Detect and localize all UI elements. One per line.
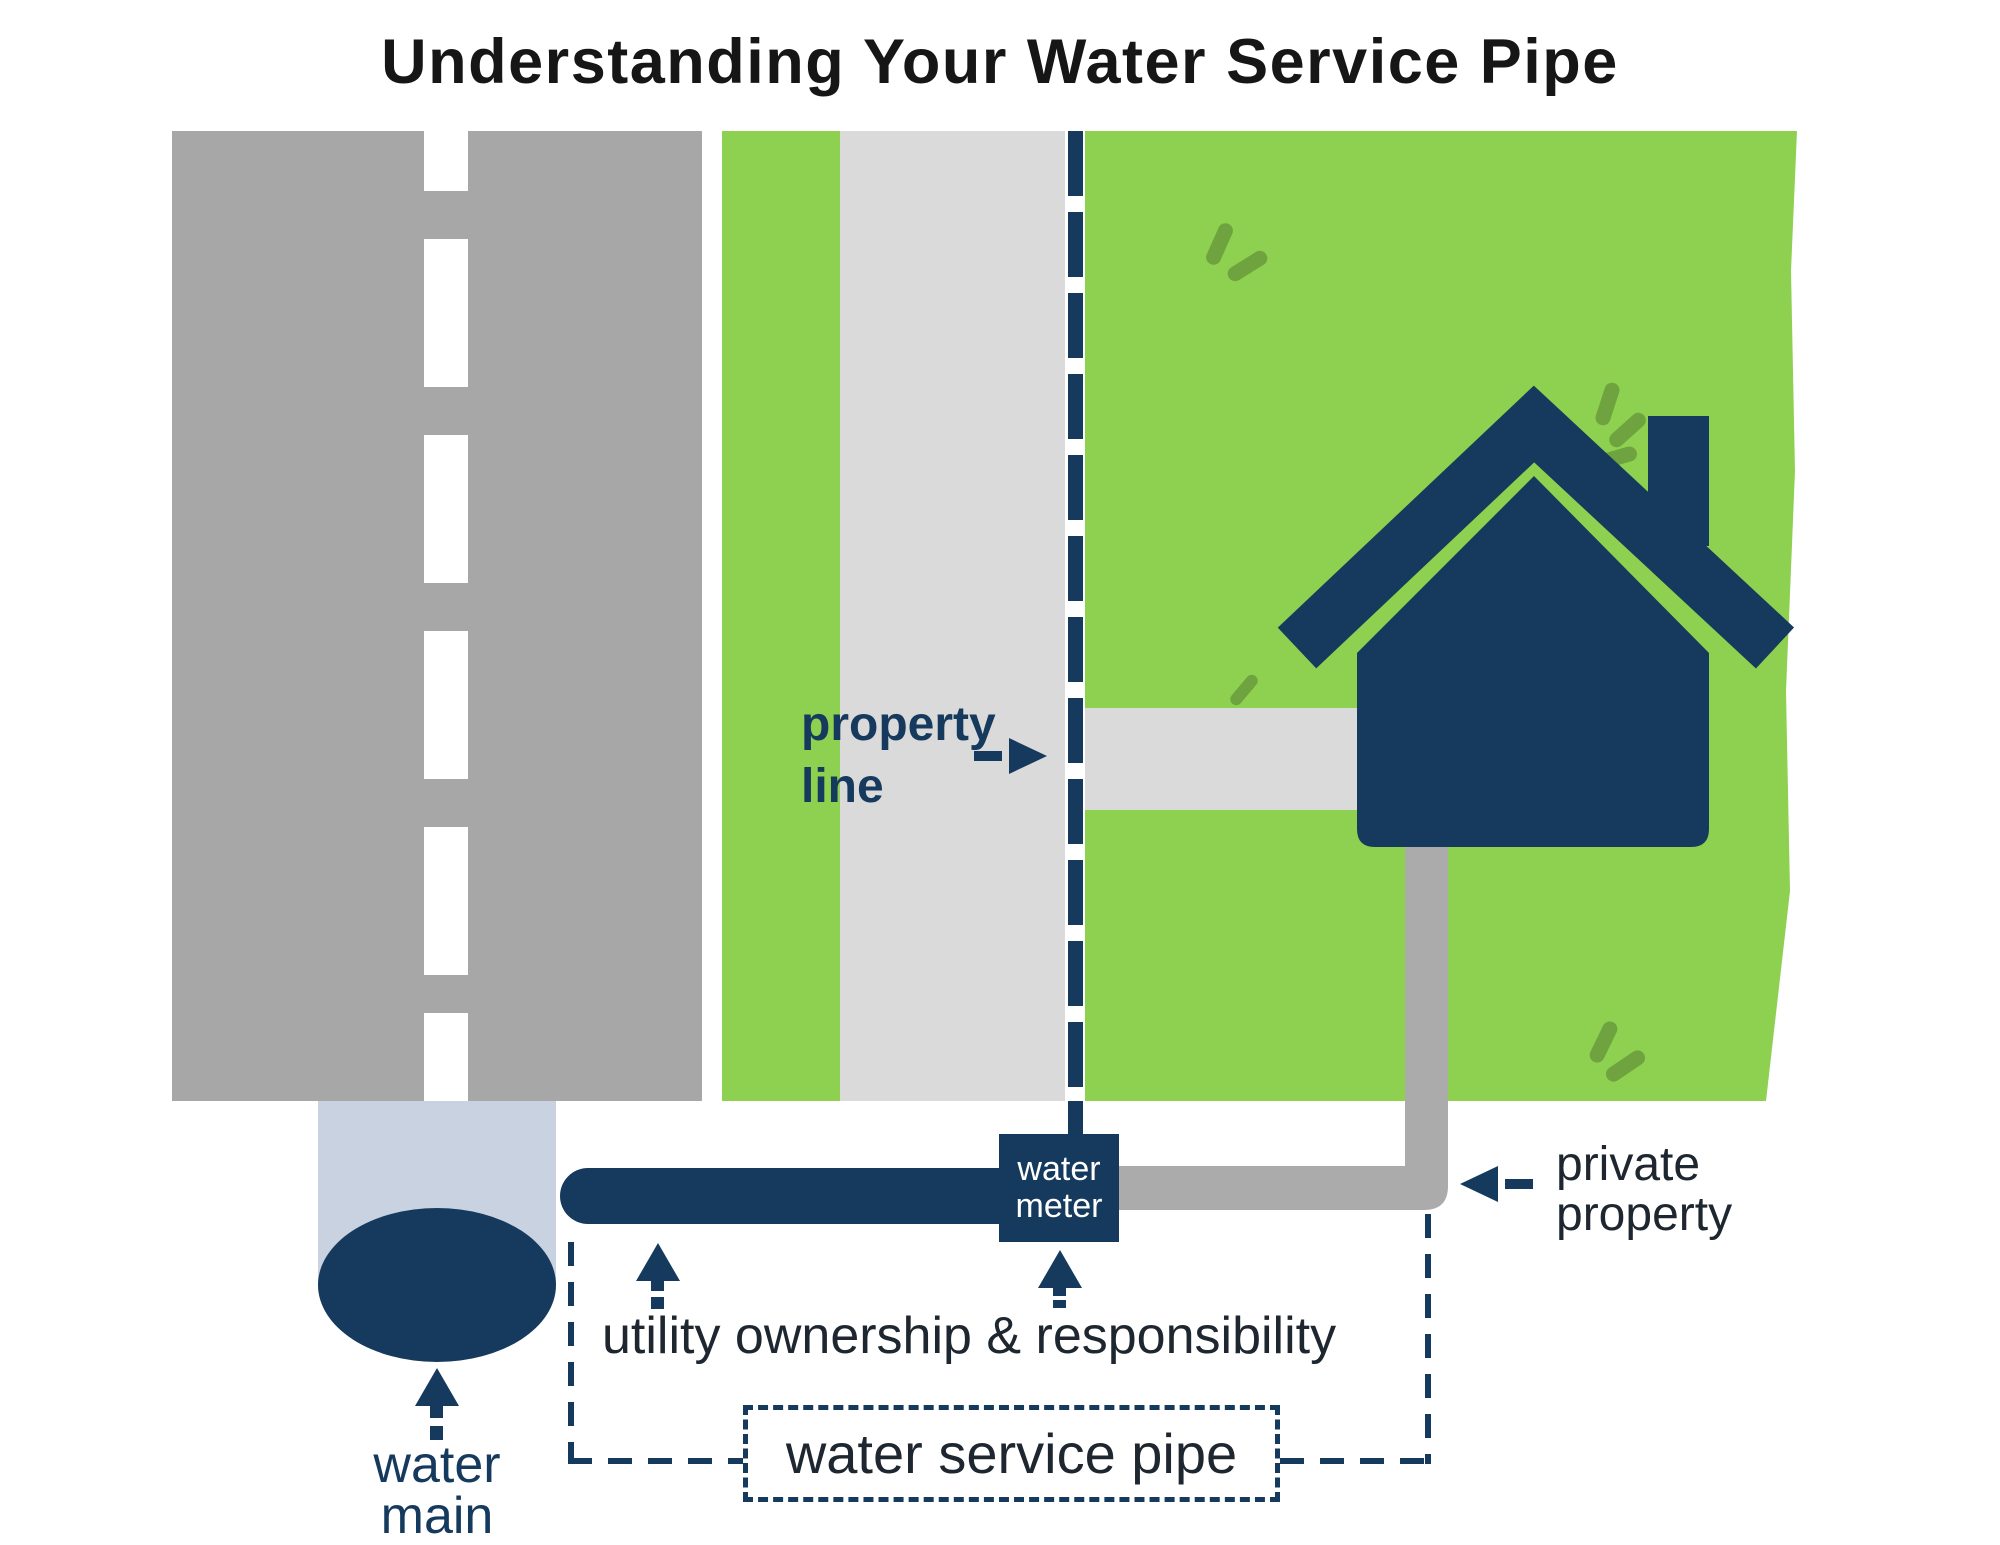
bracket-bottom-right-line — [1280, 1458, 1431, 1464]
road — [172, 131, 702, 1101]
water-service-pipe-label-box: water service pipe — [743, 1405, 1280, 1502]
property-line-arrow-dash — [974, 751, 1002, 761]
water-main-arrow-dash — [430, 1426, 443, 1440]
private-property-arrow-dash — [1505, 1179, 1533, 1189]
sidewalk — [840, 131, 1065, 1101]
grass-verge-strip — [722, 131, 840, 1101]
property-line-solid-segment — [1068, 1101, 1083, 1137]
property-line-arrow-icon — [1009, 738, 1047, 774]
bracket-right-line — [1425, 1214, 1431, 1464]
page-title: Understanding Your Water Service Pipe — [381, 27, 1619, 97]
lawn — [1085, 131, 1797, 1101]
private-property-label: private property — [1556, 1138, 1733, 1241]
water-meter-label-line2: meter — [1015, 1187, 1103, 1225]
property-line-label: property line — [801, 698, 996, 813]
utility-arrow-meter-stem — [1053, 1286, 1066, 1296]
utility-arrow-meter-dash — [1053, 1300, 1066, 1308]
water-service-pipe — [560, 1168, 1000, 1224]
road-center-line — [424, 131, 468, 1101]
bracket-bottom-left-line — [568, 1458, 743, 1464]
water-service-pipe-label: water service pipe — [785, 1422, 1238, 1485]
property-line — [1068, 131, 1083, 1105]
water-meter-label-line1: water — [1017, 1150, 1101, 1188]
utility-arrow-pipe-icon — [636, 1243, 680, 1281]
walkway-to-house — [1085, 708, 1357, 810]
water-main-opening — [318, 1208, 556, 1362]
private-property-arrow-icon — [1460, 1166, 1498, 1202]
water-meter-box: water meter — [999, 1134, 1119, 1242]
water-main-label: water main — [373, 1436, 501, 1545]
bracket-left-line — [568, 1242, 574, 1464]
water-main-arrow-icon — [415, 1368, 459, 1406]
utility-arrow-pipe-dash — [651, 1297, 664, 1309]
utility-arrow-meter-icon — [1038, 1250, 1082, 1288]
water-main-arrow-stem — [430, 1404, 443, 1418]
utility-arrow-pipe-stem — [651, 1279, 664, 1291]
utility-ownership-label: utility ownership & responsibility — [602, 1307, 1337, 1365]
